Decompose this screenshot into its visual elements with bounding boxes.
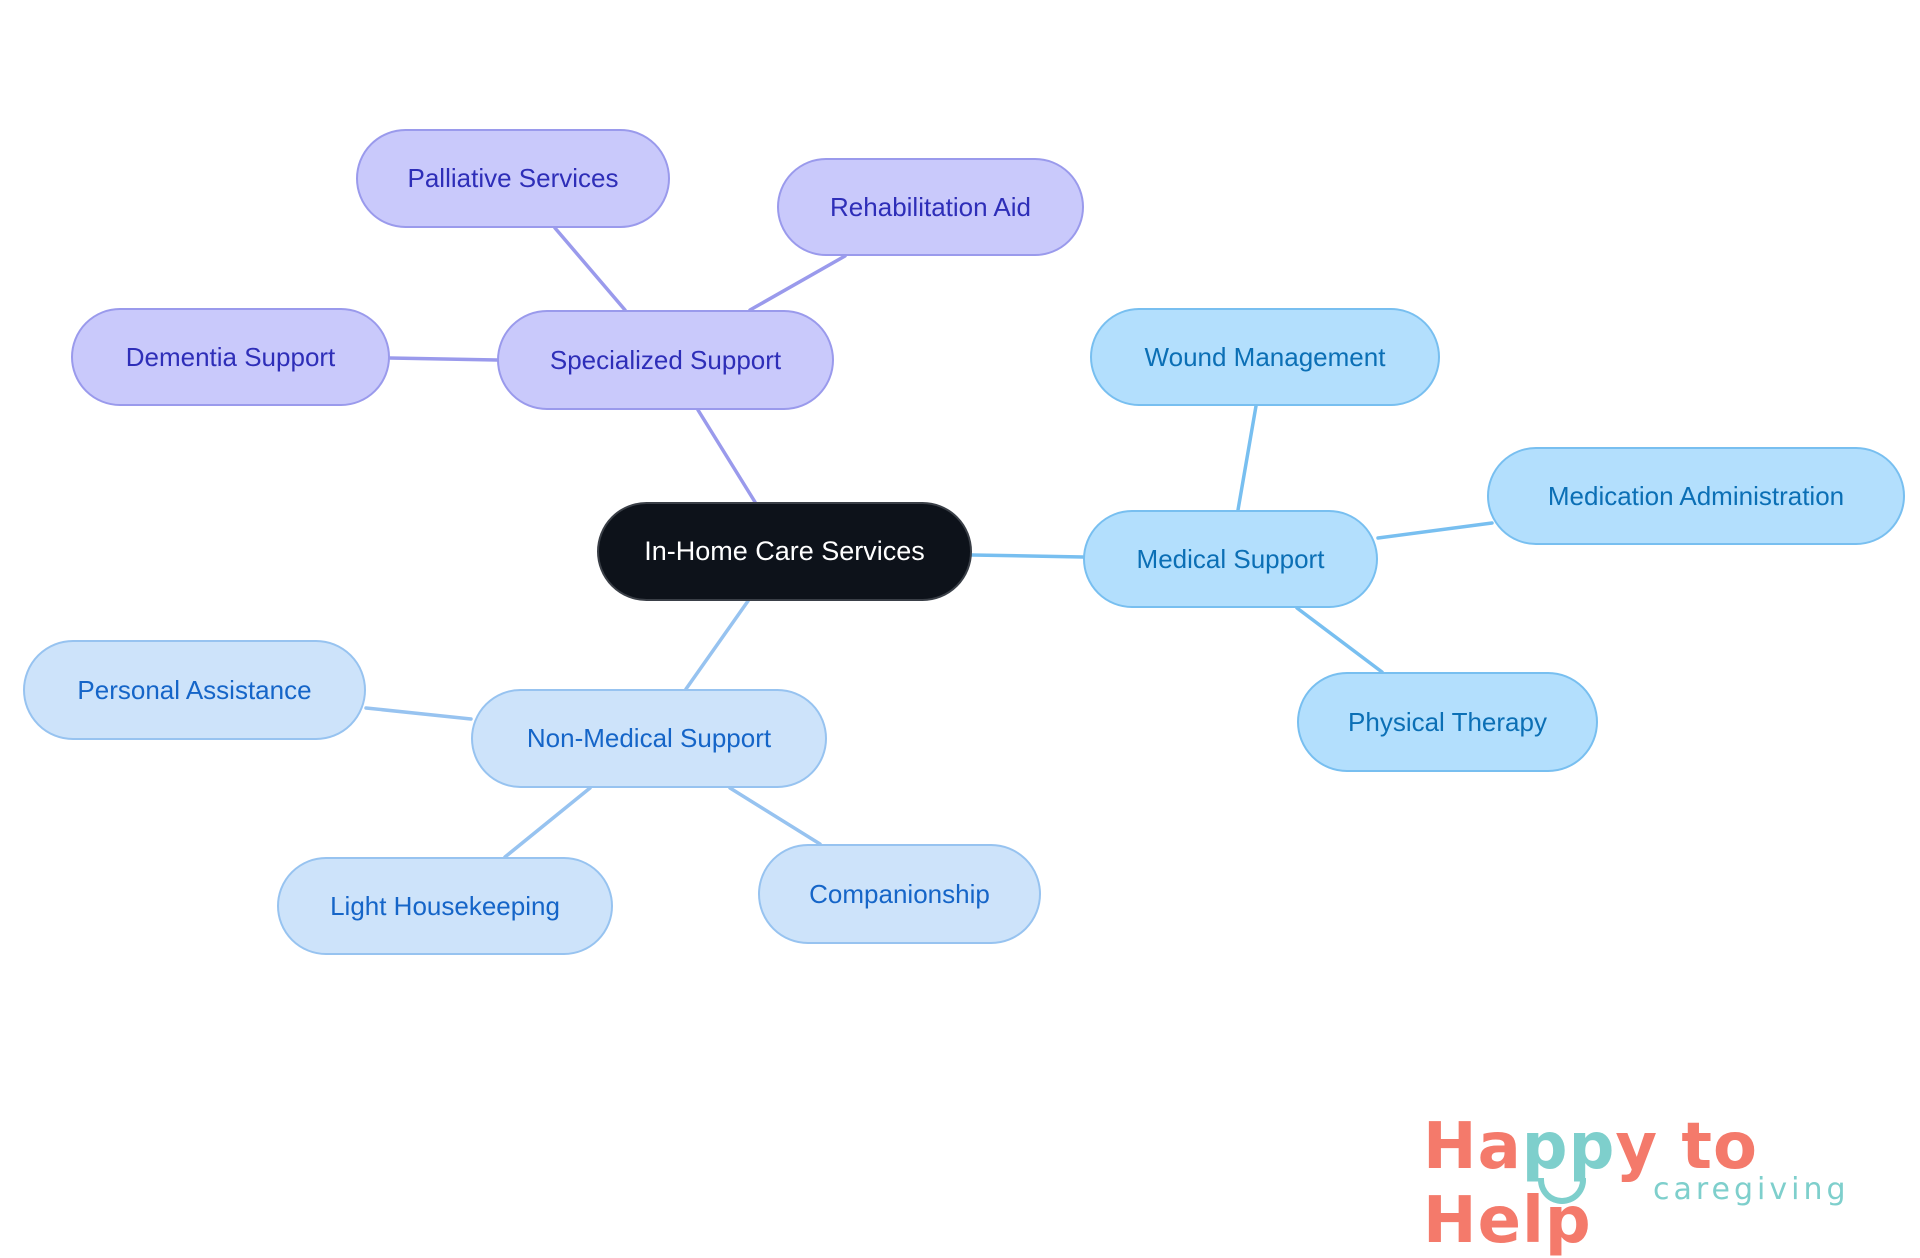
logo-tagline: caregiving [1653, 1172, 1850, 1207]
node-personal-assistance[interactable]: Personal Assistance [23, 640, 366, 740]
node-dementia-support[interactable]: Dementia Support [71, 308, 390, 406]
node-label: Non-Medical Support [526, 723, 772, 753]
node-specialized-support[interactable]: Specialized Support [497, 310, 834, 410]
node-label: Companionship [809, 878, 990, 909]
node-label: Medical Support [1136, 543, 1325, 574]
node-wound-management[interactable]: Wound Management [1090, 308, 1440, 406]
node-label: Dementia Support [125, 341, 336, 372]
node-physical-therapy[interactable]: Physical Therapy [1297, 672, 1598, 772]
node-non-medical-support[interactable]: Non-Medical Support [471, 689, 827, 788]
root-node[interactable]: In-Home Care Services [597, 502, 972, 601]
node-medication-administration[interactable]: Medication Administration [1487, 447, 1905, 545]
node-label: Specialized Support [549, 344, 782, 375]
node-label: Physical Therapy [1348, 706, 1547, 737]
connector-lines [364, 226, 1494, 859]
node-palliative-services[interactable]: Palliative Services [356, 129, 670, 228]
root-node-label: In-Home Care Services [644, 536, 925, 566]
node-label: Rehabilitation Aid [830, 191, 1031, 222]
node-label: Wound Management [1144, 341, 1386, 372]
node-companionship[interactable]: Companionship [758, 844, 1041, 944]
node-label: Personal Assistance [77, 674, 312, 705]
smile-icon [1538, 1178, 1586, 1204]
node-rehabilitation-aid[interactable]: Rehabilitation Aid [777, 158, 1084, 256]
node-label: Light Housekeeping [330, 890, 560, 921]
node-label: Medication Administration [1547, 480, 1845, 511]
node-light-housekeeping[interactable]: Light Housekeeping [277, 857, 613, 955]
node-label: Palliative Services [407, 163, 619, 193]
node-medical-support[interactable]: Medical Support [1083, 510, 1378, 608]
company-logo: Happy to Help caregiving [1423, 1110, 1893, 1258]
